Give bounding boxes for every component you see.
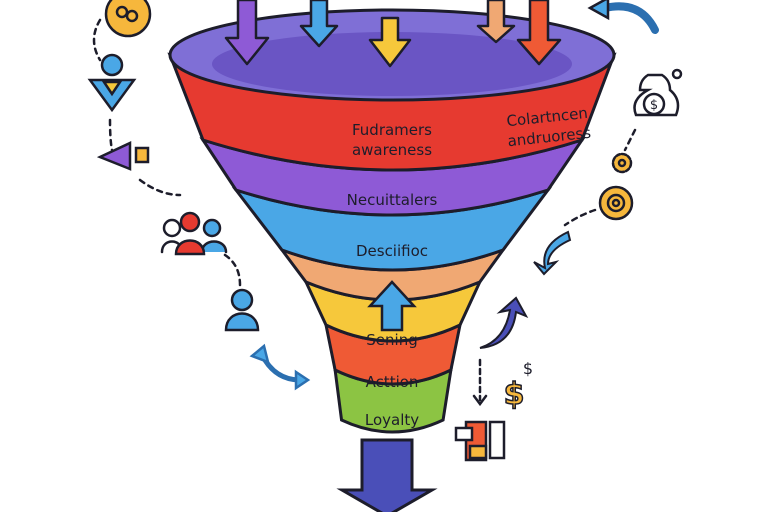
user-pin-icon [87, 53, 137, 113]
output-arrow-icon [336, 438, 438, 512]
money-bag-icon: $ [633, 68, 683, 117]
stage-label: Fudramers [352, 121, 432, 139]
dashed-path [138, 178, 182, 197]
user-icon [224, 288, 260, 332]
dollar-small: $ [523, 359, 533, 378]
award-icon [104, 0, 152, 38]
stage-label: Loyalty [365, 411, 419, 429]
stage-label: Sening [366, 331, 417, 349]
curved-arrow-icon [479, 296, 529, 349]
dashed-path [108, 118, 114, 152]
dashed-path [92, 18, 102, 62]
stage-labels: Fudramers awarenessNecuittalersDesciifioc… [347, 121, 438, 429]
dashed-path [623, 128, 637, 152]
arrow-down-icon [299, 0, 339, 48]
stage-label: Desciifioc [356, 242, 428, 260]
svg-text:$: $ [650, 98, 658, 113]
arrow-down-icon [368, 16, 412, 68]
arrow-down-icon [516, 0, 562, 66]
stage-label: Necuittalers [347, 191, 438, 209]
megaphone-icon [96, 141, 150, 171]
gear-icon [611, 152, 633, 174]
group-icon [160, 211, 228, 256]
stage-label: Acttion [366, 373, 419, 391]
arrow-down-icon [224, 0, 270, 66]
funnel-bands [167, 52, 617, 434]
document-icon [454, 420, 506, 462]
arrow-up-icon [367, 280, 417, 332]
dashed-path [563, 208, 597, 227]
swap-arrows-icon [249, 343, 311, 391]
dashed-path [223, 253, 242, 287]
coin-icon [598, 185, 634, 221]
stage-label: awareness [352, 141, 432, 159]
arrow-down-icon [476, 0, 516, 44]
arrow-head [587, 0, 610, 21]
incoming-arrows [224, 0, 562, 68]
curved-arrow-icon [533, 230, 572, 276]
curved-arrow-icon [601, 2, 659, 34]
arrow-down-small [472, 394, 488, 407]
dollar-icon: $ [504, 377, 525, 412]
